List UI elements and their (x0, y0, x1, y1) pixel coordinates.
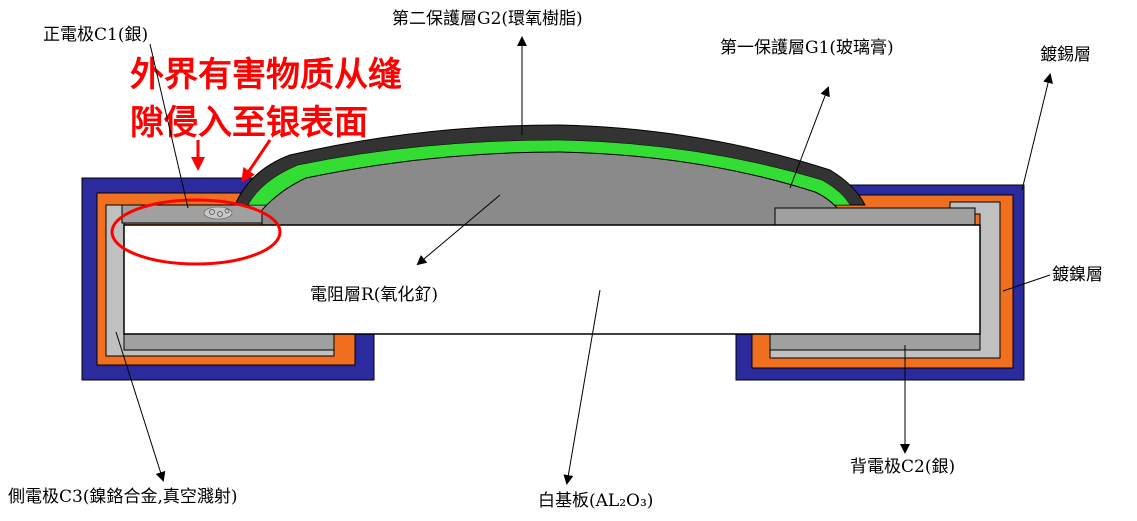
resistor-layer (261, 151, 841, 226)
leader-nickel (1002, 274, 1051, 292)
label-front-electrode-c1: 正電极C1(銀) (43, 25, 148, 45)
back-electrode-c2 (769, 333, 981, 351)
defect-spot (203, 206, 233, 220)
leader-tin (1021, 73, 1053, 191)
leader-substrate (563, 289, 601, 485)
leader-c3 (115, 331, 166, 482)
back-electrode-left (123, 333, 335, 351)
label-epoxy-g2: 第二保護層G2(環氧樹脂) (392, 9, 583, 29)
leader-c1 (149, 43, 189, 209)
defect-highlight-ellipse (110, 198, 282, 266)
annotation-line-1: 外界有害物质从缝 (130, 55, 402, 95)
label-tin-plating: 鍍錫層 (1040, 44, 1091, 65)
ceramic-substrate (123, 224, 981, 335)
label-back-electrode-c2: 背電极C2(銀) (850, 457, 955, 477)
label-side-electrode-c3: 側電极C3(鎳鉻合金,真空濺射) (8, 487, 238, 507)
label-resistor-r: 電阻層R(氧化釕) (310, 285, 438, 305)
label-nickel-plating: 鍍鎳層 (1052, 264, 1103, 285)
leader-resistor (416, 194, 501, 266)
label-substrate: 白基板(AL₂O₃) (538, 491, 653, 511)
red-arrow-diagonal (241, 139, 272, 183)
label-glass-g1: 第一保護層G1(玻璃膏) (720, 37, 894, 58)
annotation-line-2: 隙侵入至银表面 (130, 103, 368, 143)
front-electrode-right (774, 207, 976, 226)
leader-g1 (789, 86, 830, 189)
